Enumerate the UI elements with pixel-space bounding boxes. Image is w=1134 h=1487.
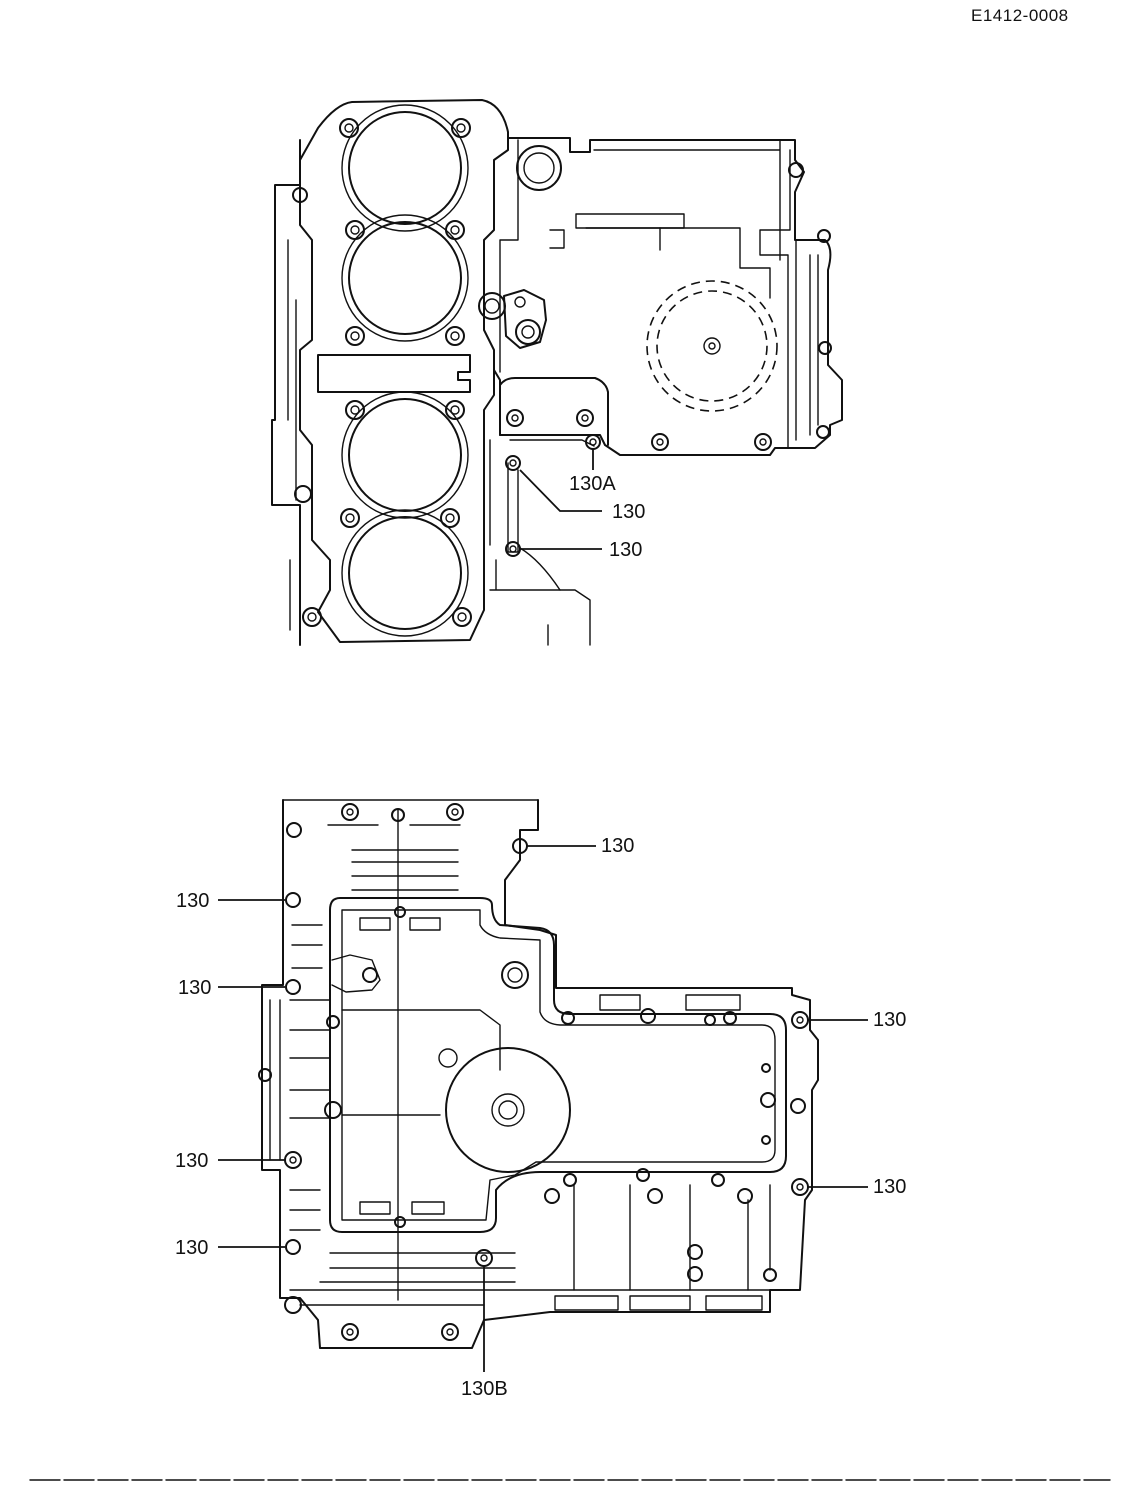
callout-130-b6: 130: [873, 1176, 906, 1198]
bottom-view-crankcase: [258, 799, 819, 1349]
bottom-view-leaders: [218, 845, 868, 1372]
crankcase-ribs: [269, 809, 771, 1311]
boss-130-upper: [505, 455, 521, 471]
callout-130-b5: 130: [175, 1150, 208, 1172]
top-view-leaders: [519, 449, 602, 550]
crankcase-bolt-holes: [258, 803, 806, 1341]
boss-130-b2: [285, 892, 301, 908]
callout-130b: 130B: [461, 1378, 508, 1400]
callout-130a: 130A: [569, 473, 616, 495]
boss-130-b5: [284, 1151, 302, 1169]
callout-130-b1: 130: [601, 835, 634, 857]
top-view-cylinder-block: [271, 99, 843, 646]
callout-130-b7: 130: [175, 1237, 208, 1259]
callout-130-b3: 130: [178, 977, 211, 999]
head-bolt-holes: [292, 118, 472, 627]
callout-130-b2: 130: [176, 890, 209, 912]
callout-130-top-1: 130: [612, 501, 645, 523]
boss-130-b7: [285, 1239, 301, 1255]
cylinder-bores: [341, 104, 469, 637]
boss-130-b4: [791, 1011, 809, 1029]
document-code: E1412-0008: [971, 6, 1069, 25]
boss-130-b3: [285, 979, 301, 995]
callout-130-b4: 130: [873, 1009, 906, 1031]
callout-130-top-2: 130: [609, 539, 642, 561]
boss-130a: [585, 434, 601, 450]
boss-130-b6: [791, 1178, 809, 1196]
